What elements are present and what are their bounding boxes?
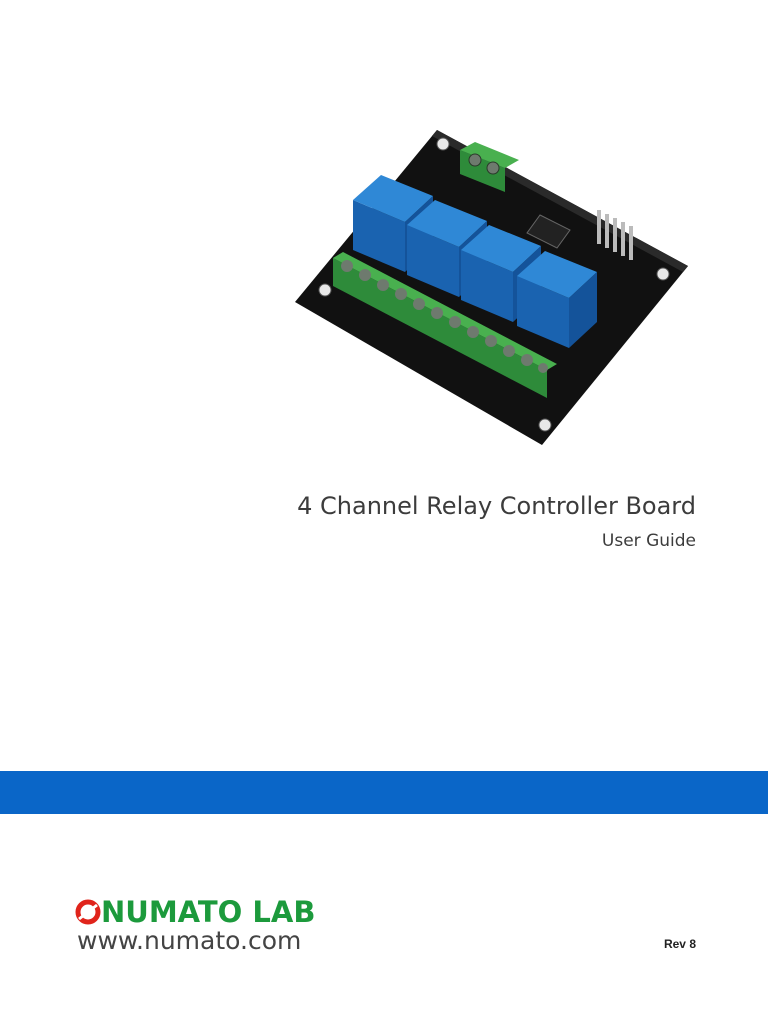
document-title: 4 Channel Relay Controller Board bbox=[297, 492, 696, 520]
numato-logo-mark-icon bbox=[75, 899, 101, 925]
blue-banner bbox=[0, 771, 768, 814]
mounting-hole bbox=[538, 418, 552, 432]
power-terminal bbox=[460, 142, 519, 192]
chip bbox=[526, 214, 571, 249]
mounting-hole bbox=[436, 137, 450, 151]
website-url[interactable]: www.numato.com bbox=[77, 926, 302, 955]
mounting-hole bbox=[318, 283, 332, 297]
product-image bbox=[295, 130, 690, 445]
document-subtitle: User Guide bbox=[601, 531, 696, 551]
header-pins bbox=[597, 210, 633, 260]
numato-lab-logo: NUMATO LAB bbox=[75, 895, 315, 929]
logo-text: NUMATO LAB bbox=[101, 894, 316, 929]
revision-label: Rev 8 bbox=[663, 937, 696, 951]
relay-4 bbox=[517, 251, 597, 348]
mounting-hole bbox=[656, 267, 670, 281]
output-terminal-block bbox=[333, 252, 557, 398]
